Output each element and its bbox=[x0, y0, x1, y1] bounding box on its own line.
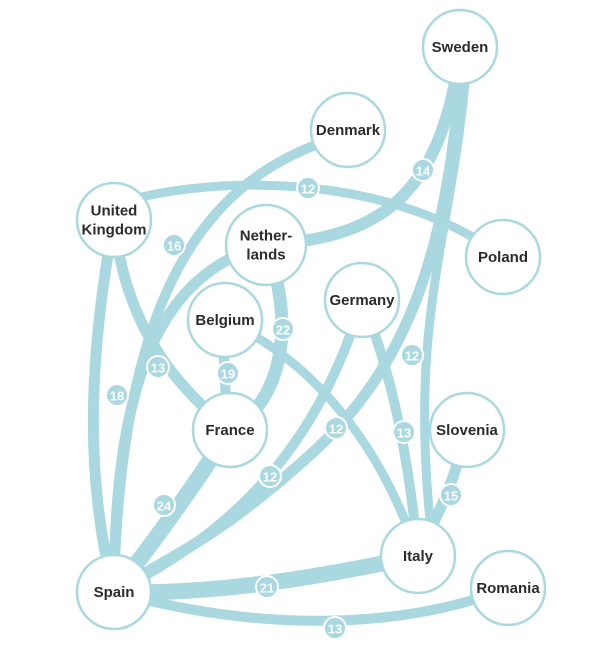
edge-value-badge-denmark-spain: 16 bbox=[162, 233, 186, 257]
node-label: Sweden bbox=[432, 39, 489, 56]
edge-value-badge-sweden-spain: 12 bbox=[400, 343, 424, 367]
edge-value-badge-circle bbox=[296, 176, 320, 200]
node-label: Denmark bbox=[316, 122, 381, 139]
edge-value-badge-circle bbox=[255, 575, 279, 599]
edge-value-badge-circle bbox=[146, 355, 170, 379]
edge-value-badge-united-kingdom-poland: 12 bbox=[296, 176, 320, 200]
edge-value-badge-sweden-netherlands: 14 bbox=[411, 158, 435, 182]
node-circle bbox=[323, 261, 401, 339]
node-circle bbox=[428, 391, 506, 469]
edge-value-badge-belgium-italy: 12 bbox=[324, 416, 348, 440]
node-label: lands bbox=[246, 247, 285, 264]
node-label: Nether- bbox=[240, 228, 293, 245]
node-netherlands: Nether-lands bbox=[224, 203, 308, 287]
edge-value-label: 15 bbox=[444, 489, 458, 504]
edge-value-label: 21 bbox=[260, 581, 274, 596]
edge-value-label: 18 bbox=[110, 389, 124, 404]
node-spain: Spain bbox=[75, 553, 153, 631]
node-label: Spain bbox=[94, 584, 135, 601]
edge-value-badge-united-kingdom-spain: 18 bbox=[105, 383, 129, 407]
edge-value-badge-circle bbox=[162, 233, 186, 257]
node-label: Kingdom bbox=[82, 222, 147, 239]
node-circle bbox=[75, 181, 153, 259]
edge-sweden-italy bbox=[420, 78, 470, 525]
edge-united-kingdom-spain bbox=[87, 214, 120, 598]
node-slovenia: Slovenia bbox=[428, 391, 506, 469]
edge-value-label: 14 bbox=[416, 164, 431, 179]
edge-value-badge-germany-italy: 13 bbox=[392, 420, 416, 444]
edge-value-badge-united-kingdom-france: 13 bbox=[146, 355, 170, 379]
edge-value-badge-circle bbox=[105, 383, 129, 407]
node-label: Belgium bbox=[195, 312, 254, 329]
edge-value-badge-romania-spain: 13 bbox=[323, 616, 347, 640]
edge-value-label: 24 bbox=[157, 499, 172, 514]
edge-value-badge-belgium-france: 19 bbox=[216, 361, 240, 385]
edge-value-badge-italy-spain: 21 bbox=[255, 575, 279, 599]
edge-united-kingdom-poland bbox=[109, 180, 508, 262]
node-belgium: Belgium bbox=[186, 281, 264, 359]
edge-value-label: 12 bbox=[263, 470, 277, 485]
node-circle bbox=[191, 391, 269, 469]
edge-value-label: 19 bbox=[221, 367, 235, 382]
node-label: Poland bbox=[478, 249, 528, 266]
node-circle bbox=[75, 553, 153, 631]
node-sweden: Sweden bbox=[421, 8, 499, 86]
node-germany: Germany bbox=[323, 261, 401, 339]
node-circle bbox=[224, 203, 308, 287]
edge-value-badge-circle bbox=[216, 361, 240, 385]
edge-value-badge-circle bbox=[324, 416, 348, 440]
node-circle bbox=[469, 549, 547, 627]
node-italy: Italy bbox=[379, 517, 457, 595]
edge-value-label: 12 bbox=[329, 422, 343, 437]
edge-value-badge-circle bbox=[152, 493, 176, 517]
edge-value-label: 22 bbox=[276, 323, 290, 338]
node-circle bbox=[309, 91, 387, 169]
node-poland: Poland bbox=[464, 218, 542, 296]
edge-value-badge-circle bbox=[258, 464, 282, 488]
edge-value-label: 16 bbox=[167, 239, 181, 254]
edge-value-badge-germany-spain: 12 bbox=[258, 464, 282, 488]
edge-value-badge-slovenia-italy: 15 bbox=[439, 483, 463, 507]
node-circle bbox=[186, 281, 264, 359]
badges-layer: 14 12 12 16 18 13 22 19 12 12 13 15 24 21 13 bbox=[105, 158, 463, 640]
node-label: France bbox=[205, 422, 254, 439]
edge-value-label: 13 bbox=[397, 426, 411, 441]
node-label: Slovenia bbox=[436, 422, 498, 439]
edge-value-badge-circle bbox=[411, 158, 435, 182]
node-label: Romania bbox=[476, 580, 540, 597]
node-label: United bbox=[91, 203, 138, 220]
edge-value-badge-circle bbox=[392, 420, 416, 444]
node-circle bbox=[464, 218, 542, 296]
node-romania: Romania bbox=[469, 549, 547, 627]
edge-value-badge-circle bbox=[400, 343, 424, 367]
edge-value-badge-circle bbox=[323, 616, 347, 640]
edge-netherlands-spain bbox=[108, 239, 272, 598]
node-circle bbox=[421, 8, 499, 86]
edge-value-badge-france-spain: 24 bbox=[152, 493, 176, 517]
edge-value-badge-circle bbox=[439, 483, 463, 507]
edge-value-badge-circle bbox=[271, 317, 295, 341]
node-france: France bbox=[191, 391, 269, 469]
edge-romania-spain bbox=[109, 583, 513, 626]
edge-value-label: 12 bbox=[301, 182, 315, 197]
node-circle bbox=[379, 517, 457, 595]
node-denmark: Denmark bbox=[309, 91, 387, 169]
edge-value-label: 13 bbox=[328, 622, 342, 637]
node-label: Germany bbox=[329, 292, 395, 309]
node-label: Italy bbox=[403, 548, 434, 565]
edge-value-label: 12 bbox=[405, 349, 419, 364]
edge-value-label: 13 bbox=[151, 361, 165, 376]
edge-value-badge-netherlands-france: 22 bbox=[271, 317, 295, 341]
